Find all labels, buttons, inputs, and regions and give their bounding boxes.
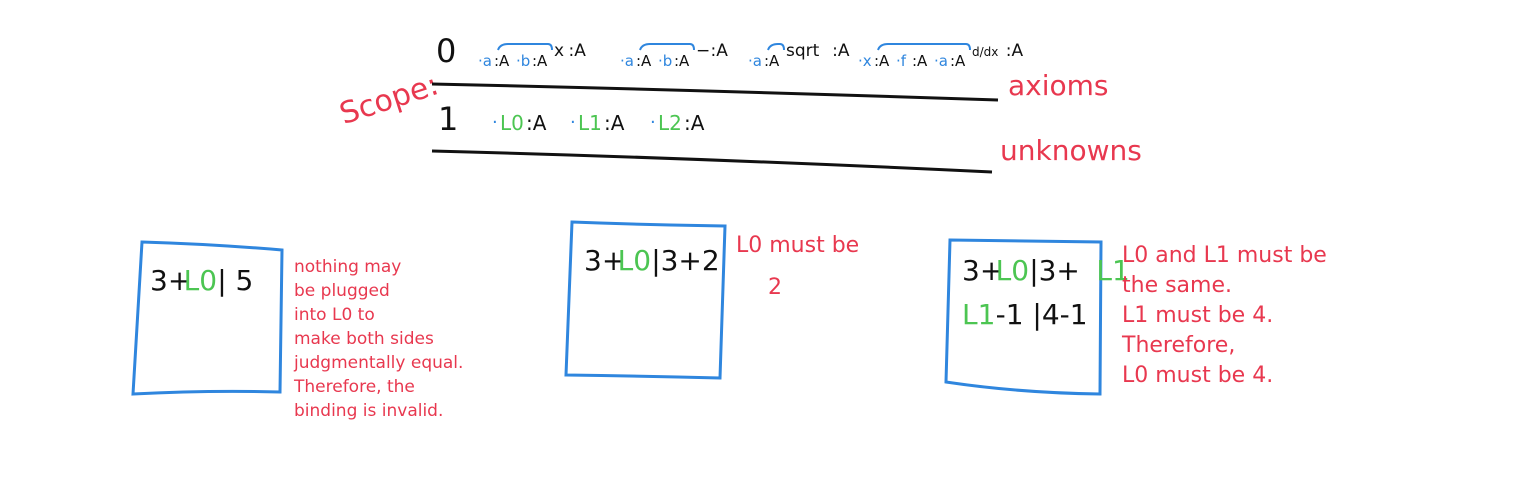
scope-divider-1	[431, 149, 993, 174]
expression-part: 3+	[962, 254, 1003, 287]
binder-bracket	[497, 43, 553, 51]
axiom-type: :A	[569, 41, 587, 61]
axiom-type: :A	[711, 41, 729, 61]
binder-name: ·f	[896, 52, 907, 70]
expression-part: L0	[618, 244, 651, 277]
example-box-1: 3+L0 | 5 nothing may be plugged into L0 to…	[131, 240, 463, 421]
note-line: Therefore,	[1121, 333, 1235, 358]
unknown-name: L0	[500, 111, 524, 135]
tag-axioms: axioms	[1008, 69, 1109, 102]
example-note: L0 and L1 must be the same. L1 must be 4. T…	[1121, 243, 1327, 388]
note-line: into L0 to	[294, 305, 375, 325]
binder-name: ·b	[658, 52, 672, 70]
binder-name: ·a	[934, 52, 948, 70]
scope-label: Scope:	[335, 67, 442, 132]
expression-part: L0	[184, 264, 217, 297]
example-note: nothing may be plugged into L0 to make both…	[293, 257, 463, 421]
scope-divider-0	[431, 82, 999, 102]
scope-level-0: 0	[436, 32, 456, 70]
scope-level-1: 1	[438, 100, 458, 138]
tag-unknowns: unknowns	[1000, 134, 1142, 167]
expression-part: 3+	[150, 264, 191, 297]
binder-type: :A	[874, 52, 890, 70]
unknown-item: ·L1:A	[570, 111, 625, 135]
binder-bracket	[877, 43, 971, 51]
unknown-bullet: ·	[492, 112, 498, 133]
expression-part: |3+2	[651, 244, 720, 277]
unknown-type: :A	[604, 111, 625, 135]
expression-part: |3+	[1029, 254, 1080, 287]
axiom-body: x	[554, 41, 564, 61]
binder-type: :A	[950, 52, 966, 70]
example-box-frame	[944, 238, 1103, 396]
axiom-item: ·a:A·b:A−:A	[620, 41, 728, 70]
binder-name: ·a	[478, 52, 492, 70]
unknown-bullet: ·	[570, 112, 576, 133]
binder-name: ·a	[620, 52, 634, 70]
axiom-type: :A	[832, 41, 850, 61]
binder-name: ·x	[858, 52, 872, 70]
expression-part: 3+	[584, 244, 625, 277]
note-line: be plugged	[294, 281, 390, 301]
note-line: L0 and L1 must be	[1122, 243, 1327, 268]
expression-part: | 5	[217, 264, 253, 297]
unknown-item: ·L0:A	[492, 111, 547, 135]
note-line: nothing may	[294, 257, 401, 277]
note-line: binding is invalid.	[294, 401, 443, 421]
expression-part: -1 |4-1	[996, 298, 1088, 331]
binder-name: ·a	[748, 52, 762, 70]
axiom-body: −	[696, 41, 710, 61]
binder-type: :A	[532, 52, 548, 70]
expression-part: L1	[962, 298, 995, 331]
unknown-item: ·L2:A	[650, 111, 705, 135]
unknown-bullet: ·	[650, 112, 656, 133]
binder-type: :A	[494, 52, 510, 70]
example-box-2: 3+L0|3+2 L0 must be 2	[564, 220, 859, 380]
binder-type: :A	[636, 52, 652, 70]
axiom-type: :A	[1006, 41, 1024, 61]
example-expression: 3+L0|3+2	[584, 244, 720, 277]
note-line: Therefore, the	[293, 377, 415, 397]
note-line: L0 must be	[736, 233, 859, 258]
binder-type: :A	[764, 52, 780, 70]
axiom-body: sqrt	[786, 41, 820, 61]
example-box-frame	[131, 240, 284, 396]
note-line: the same.	[1122, 273, 1232, 298]
unknown-type: :A	[526, 111, 547, 135]
expression-part: L0	[996, 254, 1029, 287]
example-box-frame	[564, 220, 727, 380]
unknowns-list: ·L0:A·L1:A·L2:A	[492, 111, 705, 135]
example-note: L0 must be 2	[736, 233, 859, 300]
note-line: judgmentally equal.	[293, 353, 463, 373]
note-line: L0 must be 4.	[1122, 363, 1273, 388]
expression-part: L1	[1096, 254, 1129, 287]
unknown-name: L2	[658, 111, 682, 135]
axiom-body: d/dx	[972, 45, 998, 59]
unknown-name: L1	[578, 111, 602, 135]
note-line: make both sides	[294, 329, 434, 349]
binder-name: ·b	[516, 52, 530, 70]
binder-type: :A	[912, 52, 928, 70]
note-line: 2	[768, 275, 782, 300]
note-line: L1 must be 4.	[1122, 303, 1273, 328]
binder-bracket	[639, 43, 695, 51]
example-expression: 3+L0 | 5	[150, 264, 253, 297]
unknown-type: :A	[684, 111, 705, 135]
binder-bracket	[767, 43, 785, 51]
binder-type: :A	[674, 52, 690, 70]
